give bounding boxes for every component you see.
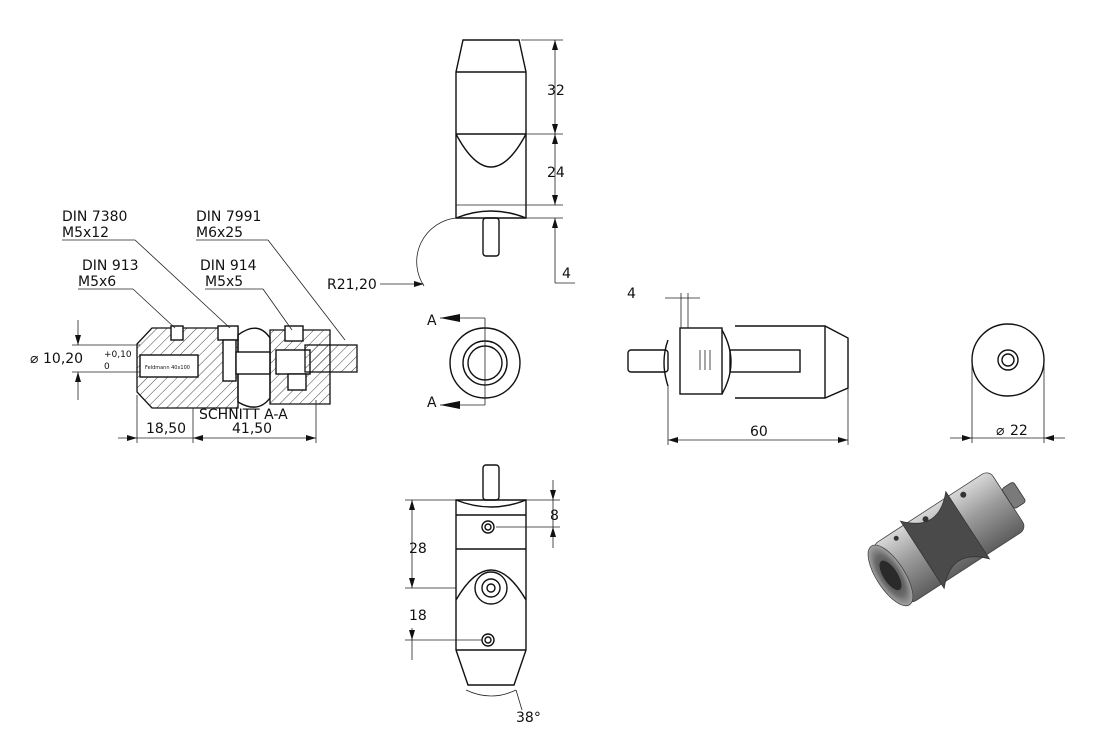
- callout-din914-size: M5x5: [205, 274, 243, 290]
- dim-60: 60: [750, 424, 768, 440]
- callout-din7380-size: M5x12: [62, 225, 109, 241]
- dim-28: 28: [409, 541, 427, 557]
- callout-din7991-size: M6x25: [196, 225, 243, 241]
- iso-render-icon: [867, 472, 1026, 607]
- front-view: A A: [427, 313, 521, 411]
- dim-41-50: 41,50: [232, 421, 272, 437]
- section-label: SCHNITT A-A: [199, 407, 288, 423]
- callout-din7991: DIN 7991: [196, 209, 261, 225]
- tol-lower: 0: [104, 362, 110, 372]
- section-mark-top: A: [427, 313, 437, 329]
- dim-angle: 38°: [516, 710, 541, 726]
- section-view: Feldmann 40x100 DIN 7380 M5x12 DIN 7991 …: [30, 209, 358, 443]
- dim-18: 18: [409, 608, 427, 624]
- dim-radius: R21,20: [327, 277, 377, 293]
- tol-upper: +0,10: [104, 350, 132, 360]
- top-view: R21,20 32 24 4: [327, 39, 575, 293]
- callout-din7380: DIN 7380: [62, 209, 127, 225]
- diameter-symbol: ⌀: [996, 423, 1005, 439]
- dim-24: 24: [547, 165, 565, 181]
- dim-8: 8: [550, 508, 559, 524]
- section-mark-bottom: A: [427, 395, 437, 411]
- engraving: Feldmann 40x100: [145, 365, 190, 371]
- dim-4: 4: [562, 266, 571, 282]
- bottom-view: 28 8 18 38°: [405, 464, 560, 726]
- callout-din914: DIN 914: [200, 258, 257, 274]
- diameter-symbol: ⌀: [30, 351, 39, 367]
- callout-din913-size: M5x6: [78, 274, 116, 290]
- dim-diameter: 10,20: [43, 351, 83, 367]
- dim-side-4: 4: [627, 286, 636, 302]
- side-view: 4 60: [627, 286, 849, 445]
- callout-din913: DIN 913: [82, 258, 139, 274]
- dim-32: 32: [547, 83, 565, 99]
- dim-22: 22: [1010, 423, 1028, 439]
- dim-18-50: 18,50: [146, 421, 186, 437]
- end-view: ⌀ 22: [950, 323, 1065, 443]
